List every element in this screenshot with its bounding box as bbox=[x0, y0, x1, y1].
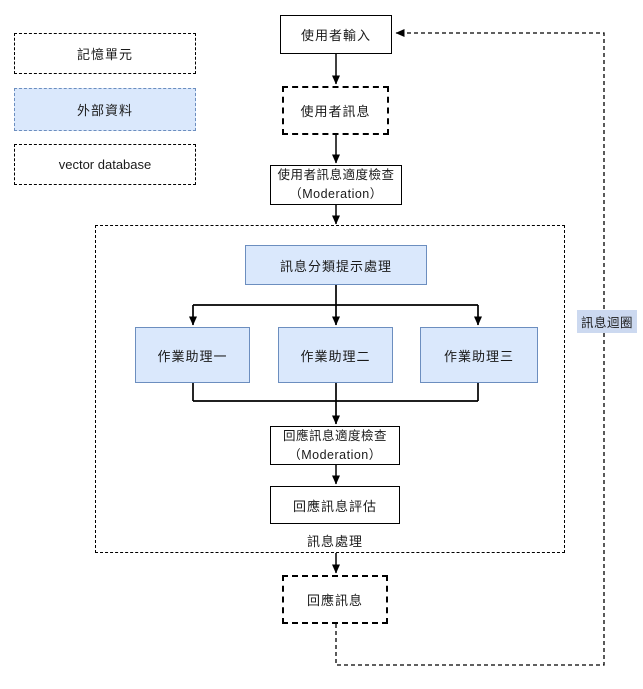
node-user-input[interactable]: 使用者輸入 bbox=[280, 15, 392, 54]
node-response-eval-label: 回應訊息評估 bbox=[292, 498, 377, 514]
node-classify-label: 訊息分類提示處理 bbox=[279, 258, 392, 274]
node-assistant-3[interactable]: 作業助理三 bbox=[420, 327, 538, 383]
legend-memory-unit[interactable]: 記憶單元 bbox=[14, 33, 196, 74]
group-message-processing-label: 訊息處理 bbox=[306, 534, 363, 549]
node-assistant-2-label: 作業助理二 bbox=[300, 348, 371, 364]
node-response-message-label: 回應訊息 bbox=[306, 593, 363, 608]
legend-vector-database-label: vector database bbox=[58, 157, 152, 172]
legend-memory-unit-label: 記憶單元 bbox=[76, 47, 133, 62]
node-user-message-label: 使用者訊息 bbox=[300, 104, 371, 119]
node-assistant-2[interactable]: 作業助理二 bbox=[278, 327, 393, 383]
node-user-moderation-line2: （Moderation） bbox=[289, 187, 383, 201]
node-user-moderation-line1: 使用者訊息適度檢查 bbox=[277, 168, 395, 182]
node-assistant-1-label: 作業助理一 bbox=[157, 348, 228, 364]
legend-vector-database[interactable]: vector database bbox=[14, 144, 196, 185]
node-user-moderation[interactable]: 使用者訊息適度檢查 （Moderation） bbox=[270, 165, 402, 205]
feedback-loop-label[interactable]: 訊息迴圈 bbox=[577, 310, 638, 333]
node-response-moderation[interactable]: 回應訊息適度檢查 （Moderation） bbox=[270, 426, 400, 465]
node-response-message[interactable]: 回應訊息 bbox=[282, 575, 388, 624]
node-response-moderation-line2: （Moderation） bbox=[288, 447, 382, 462]
node-response-eval[interactable]: 回應訊息評估 bbox=[270, 486, 400, 524]
legend-external-data[interactable]: 外部資料 bbox=[14, 88, 196, 131]
legend-external-data-label: 外部資料 bbox=[76, 103, 133, 118]
node-assistant-3-label: 作業助理三 bbox=[443, 348, 514, 364]
node-classify[interactable]: 訊息分類提示處理 bbox=[245, 245, 427, 285]
node-user-message[interactable]: 使用者訊息 bbox=[282, 86, 389, 135]
node-user-input-label: 使用者輸入 bbox=[300, 28, 371, 43]
node-assistant-1[interactable]: 作業助理一 bbox=[135, 327, 250, 383]
node-response-moderation-line1: 回應訊息適度檢查 bbox=[282, 428, 387, 443]
